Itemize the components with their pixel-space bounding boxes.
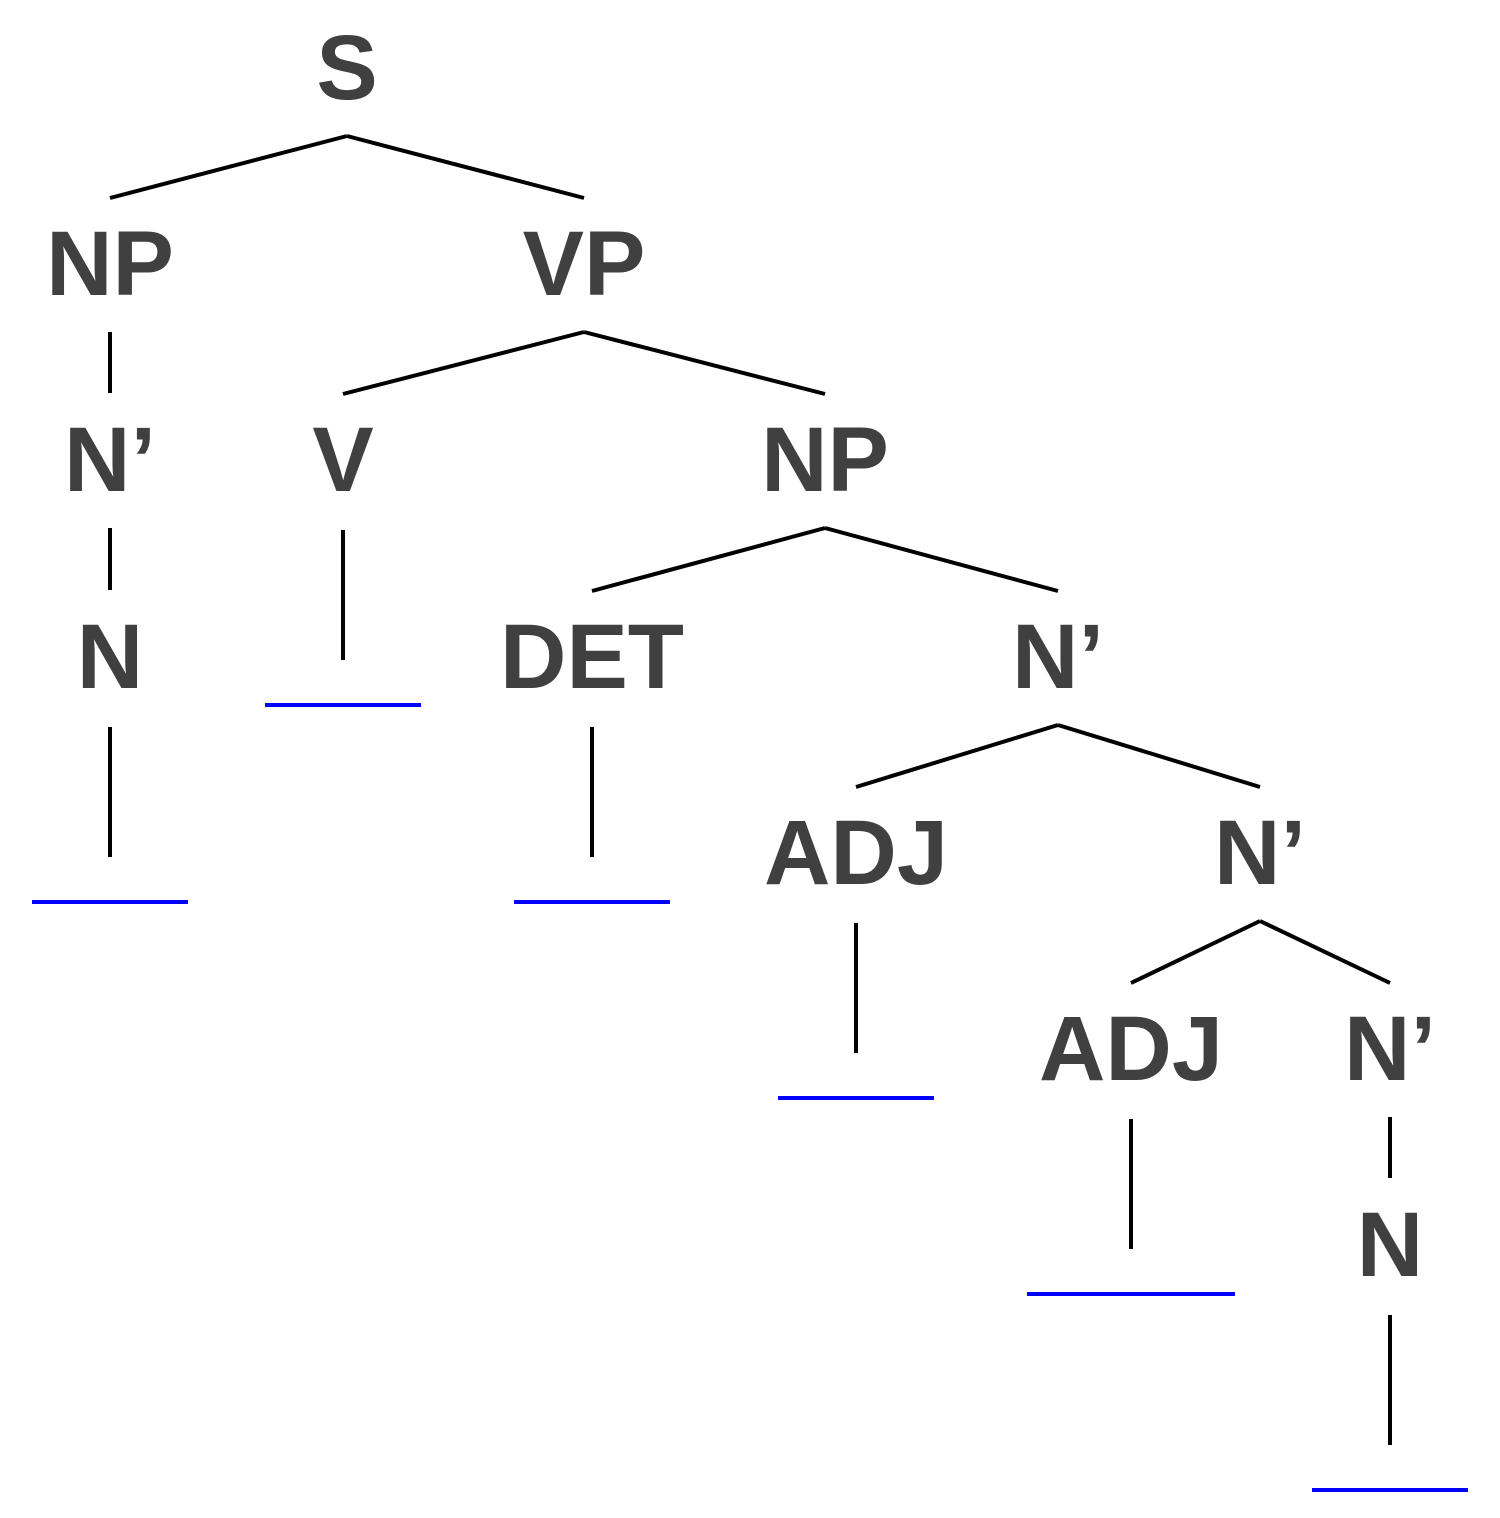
tree-edge-nbar2-nbar3 bbox=[1057, 723, 1261, 789]
node-label-nbar4: N’ bbox=[1344, 998, 1436, 1100]
node-label-nbar2: N’ bbox=[1012, 606, 1104, 708]
node-label-n1: N bbox=[77, 606, 143, 708]
tree-edge-nbar2-adj1 bbox=[855, 723, 1059, 789]
node-label-s: S bbox=[316, 17, 377, 119]
tree-edges bbox=[108, 134, 1392, 1445]
tree-edge-nbar3-adj2 bbox=[1130, 919, 1261, 985]
tree-edge-np2-det bbox=[591, 526, 826, 593]
node-labels: S NP VP N’ V NP N DET N’ ADJ N’ ADJ N’ N bbox=[46, 17, 1436, 1296]
node-label-n2: N bbox=[1357, 1194, 1423, 1296]
node-label-np1: NP bbox=[46, 213, 174, 315]
tree-edge-s-np1 bbox=[109, 134, 348, 200]
node-label-adj1: ADJ bbox=[764, 802, 948, 904]
node-label-det: DET bbox=[500, 606, 684, 708]
tree-edge-s-vp bbox=[346, 134, 585, 200]
node-label-np2: NP bbox=[761, 409, 889, 511]
node-label-nbar1: N’ bbox=[64, 409, 156, 511]
node-label-vp: VP bbox=[523, 213, 646, 315]
node-label-adj2: ADJ bbox=[1039, 998, 1223, 1100]
tree-edge-nbar3-nbar4 bbox=[1259, 919, 1391, 985]
answer-blanks bbox=[32, 703, 1468, 1492]
node-label-nbar3: N’ bbox=[1214, 802, 1306, 904]
node-label-v: V bbox=[312, 409, 373, 511]
tree-edge-vp-v bbox=[342, 330, 585, 396]
tree-edge-vp-np2 bbox=[583, 330, 826, 396]
tree-edge-np2-nbar2 bbox=[824, 526, 1059, 593]
